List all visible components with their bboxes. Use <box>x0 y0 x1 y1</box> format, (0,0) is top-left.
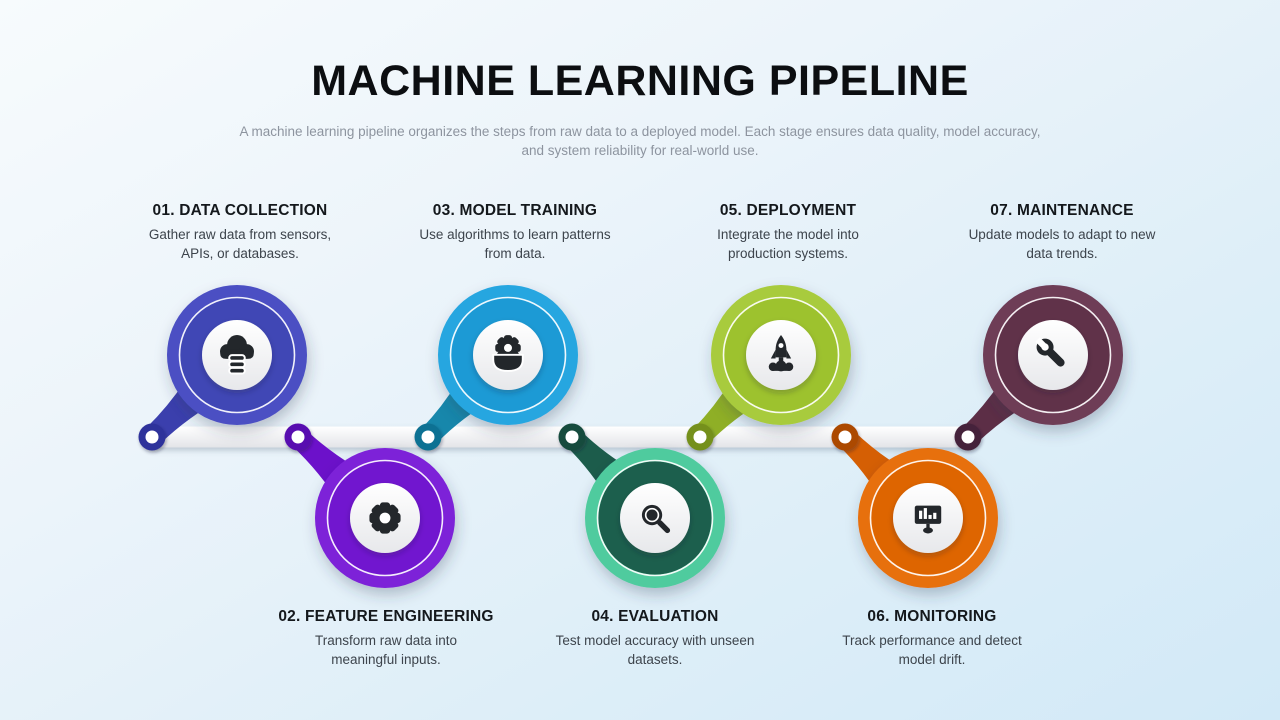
stage-name: DATA COLLECTION <box>179 202 328 219</box>
stage-bubble-06. <box>858 448 998 588</box>
stage-name: MODEL TRAINING <box>459 202 598 219</box>
timeline-node-05. <box>686 423 714 451</box>
stage-number: 02. <box>278 608 301 625</box>
stage-description-03: Use algorithms to learn patterns from da… <box>419 227 611 261</box>
stage-bubble-05. <box>711 285 851 425</box>
timeline-node-06. <box>831 423 859 451</box>
stage-bubble-03. <box>438 285 578 425</box>
stage-heading-02: 02. FEATURE ENGINEERING <box>261 608 511 626</box>
stage-name: MAINTENANCE <box>1016 202 1134 219</box>
stage-heading-04: 04. EVALUATION <box>530 608 780 626</box>
stage-description-06: Track performance and detect model drift… <box>842 633 1022 667</box>
stage-heading-01: 01. DATA COLLECTION <box>115 202 365 220</box>
gear-machine-icon <box>492 335 524 372</box>
stage-number: 05. <box>719 202 742 219</box>
rocket-launch-icon <box>768 334 794 372</box>
timeline-node-03. <box>414 423 442 451</box>
stage-label-02: 02. FEATURE ENGINEERING Transform raw da… <box>261 608 511 669</box>
stage-description-02: Transform raw data into meaningful input… <box>314 633 458 667</box>
stage-description-05: Integrate the model into production syst… <box>717 227 859 261</box>
stage-name: EVALUATION <box>618 608 719 625</box>
stage-name: DEPLOYMENT <box>746 202 857 219</box>
monitor-chart-icon <box>914 505 942 534</box>
stage-heading-07: 07. MAINTENANCE <box>937 202 1187 220</box>
cloud-database-icon <box>220 335 254 375</box>
search-icon <box>641 504 671 534</box>
stage-description-04: Test model accuracy with unseen datasets… <box>555 633 755 667</box>
stage-bubble-07. <box>983 285 1123 425</box>
stage-number: 07. <box>990 202 1013 219</box>
timeline-node-07. <box>954 423 982 451</box>
stage-name: FEATURE ENGINEERING <box>305 608 494 625</box>
stage-bubble-04. <box>585 448 725 588</box>
timeline-node-02. <box>284 423 312 451</box>
stage-label-05: 05. DEPLOYMENT Integrate the model into … <box>663 202 913 263</box>
stage-number: 01. <box>152 202 175 219</box>
stage-label-03: 03. MODEL TRAINING Use algorithms to lea… <box>390 202 640 263</box>
stage-description-01: Gather raw data from sensors, APIs, or d… <box>148 227 332 261</box>
stage-number: 06. <box>867 608 890 625</box>
stage-heading-05: 05. DEPLOYMENT <box>663 202 913 220</box>
stage-number: 04. <box>591 608 614 625</box>
stage-description-07: Update models to adapt to new data trend… <box>968 227 1156 261</box>
stage-number: 03. <box>432 202 455 219</box>
stage-bubble-01. <box>167 285 307 425</box>
stage-bubble-02. <box>315 448 455 588</box>
stage-heading-03: 03. MODEL TRAINING <box>390 202 640 220</box>
page-subtitle: A machine learning pipeline organizes th… <box>239 124 1041 159</box>
page-title: MACHINE LEARNING PIPELINE <box>311 57 969 105</box>
timeline-node-01. <box>138 423 166 451</box>
wrench-icon <box>1035 337 1065 367</box>
stage-heading-06: 06. MONITORING <box>807 608 1057 626</box>
stage-label-06: 06. MONITORING Track performance and det… <box>807 608 1057 669</box>
gear-icon <box>369 502 401 534</box>
timeline-node-04. <box>558 423 586 451</box>
stage-label-04: 04. EVALUATION Test model accuracy with … <box>530 608 780 669</box>
stage-label-07: 07. MAINTENANCE Update models to adapt t… <box>937 202 1187 263</box>
stage-name: MONITORING <box>894 608 997 625</box>
stage-label-01: 01. DATA COLLECTION Gather raw data from… <box>115 202 365 263</box>
